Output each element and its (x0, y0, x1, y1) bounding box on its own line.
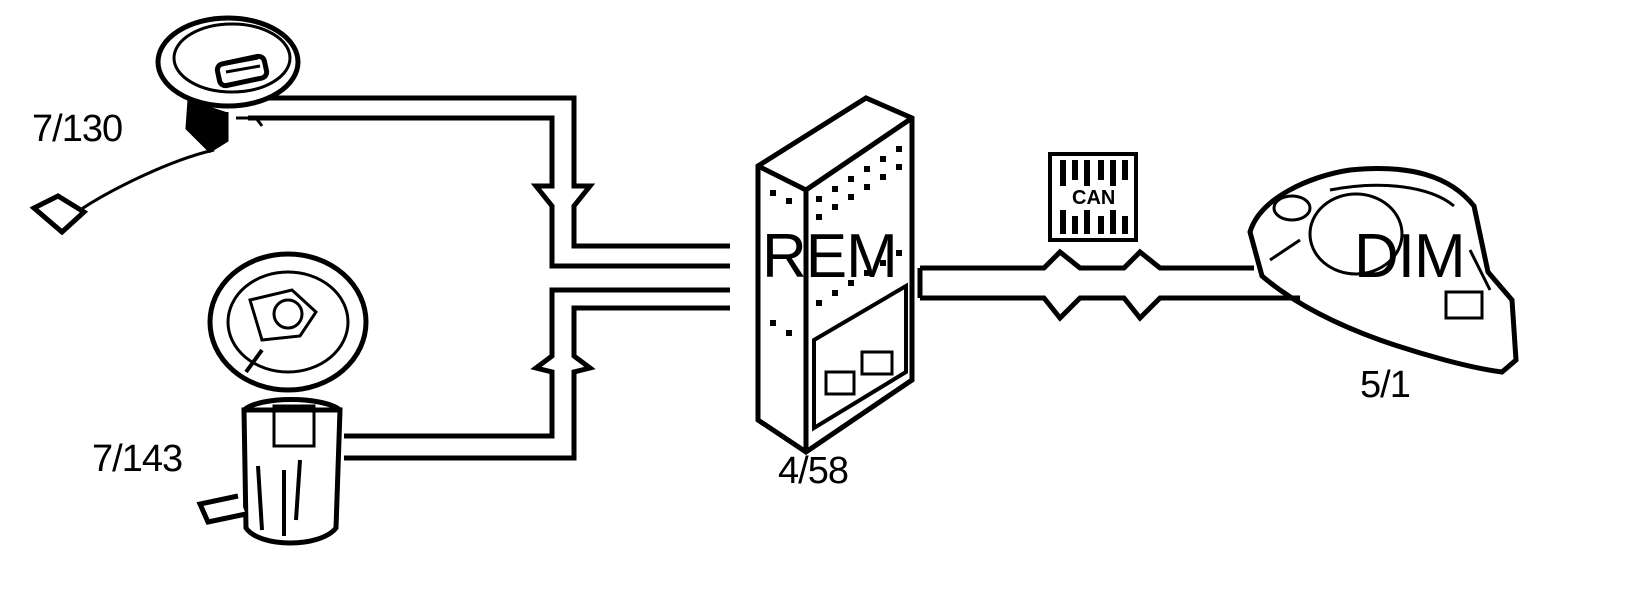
label-7-143: 7/143 (92, 438, 183, 480)
can-label: CAN (1070, 187, 1118, 209)
wire-7-143-to-rem (344, 287, 730, 461)
rem-name: REM (762, 222, 898, 291)
label-7-130: 7/130 (32, 108, 123, 150)
rear-module-illustration (755, 95, 915, 456)
label-5-1: 5/1 (1360, 364, 1411, 406)
can-bus-rem-to-dim (917, 248, 1300, 322)
can-bus-symbol (1048, 152, 1138, 242)
fuel-pump-module-illustration (196, 251, 369, 546)
wire-7-130-to-rem (248, 95, 730, 269)
dim-name: DIM (1354, 222, 1466, 291)
instrument-cluster-illustration (1247, 166, 1519, 375)
label-4-58: 4/58 (778, 450, 849, 492)
